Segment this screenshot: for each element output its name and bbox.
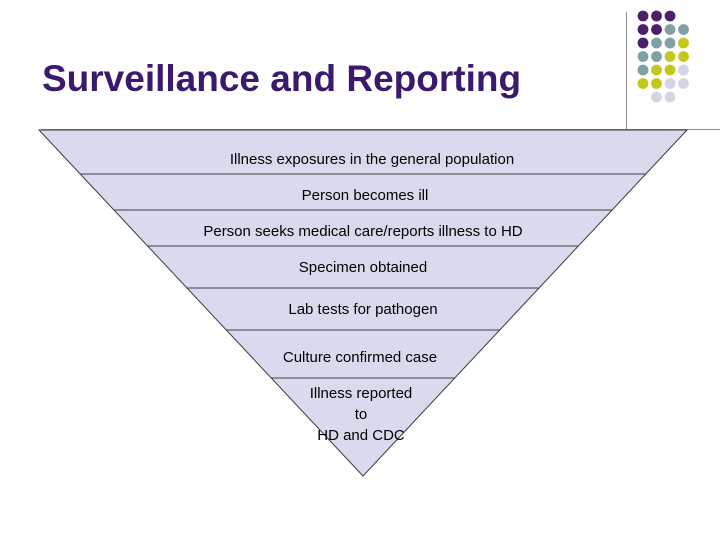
decorative-dot [664, 10, 676, 22]
level-confirmed-label: Culture confirmed case [283, 349, 437, 366]
decorative-dot [651, 10, 662, 22]
slide-title: Surveillance and Reporting [42, 58, 522, 99]
decorative-dot [664, 37, 676, 49]
vertical-divider [626, 12, 627, 130]
decorative-dot [637, 37, 649, 49]
decorative-dot [664, 51, 676, 62]
decorative-dot [664, 64, 676, 76]
decorative-dot [651, 37, 662, 49]
decorative-dot [678, 78, 689, 89]
level-ill-label: Person becomes ill [302, 187, 429, 204]
decorative-dot [651, 78, 662, 89]
decorative-dot [664, 78, 676, 89]
decorative-dot [678, 37, 689, 49]
decorative-dot [678, 64, 689, 76]
decorative-dot [637, 24, 649, 35]
decorative-dot [664, 24, 676, 35]
decorative-dot [678, 24, 689, 35]
pyramid-triangle [37, 129, 689, 477]
decorative-dot [637, 78, 649, 89]
decorative-dot [637, 51, 649, 62]
decorative-dot [637, 10, 649, 22]
decorative-dot [651, 51, 662, 62]
decorative-dot [678, 51, 689, 62]
pyramid-dividers [80, 173, 646, 379]
level-exposures-label: Illness exposures in the general populat… [230, 151, 514, 168]
level-specimen-label: Specimen obtained [299, 259, 427, 276]
decorative-dot [651, 64, 662, 76]
apex-line-2: to [355, 406, 368, 423]
decorative-dot [664, 91, 676, 103]
level-seeks-care-label: Person seeks medical care/reports illnes… [203, 223, 522, 240]
apex-line-1: Illness reported [310, 385, 413, 402]
apex-line-3: HD and CDC [317, 427, 405, 444]
decorative-dot [651, 91, 662, 103]
decorative-dot [637, 64, 649, 76]
decorative-dot [651, 24, 662, 35]
level-lab-tests-label: Lab tests for pathogen [288, 301, 437, 318]
